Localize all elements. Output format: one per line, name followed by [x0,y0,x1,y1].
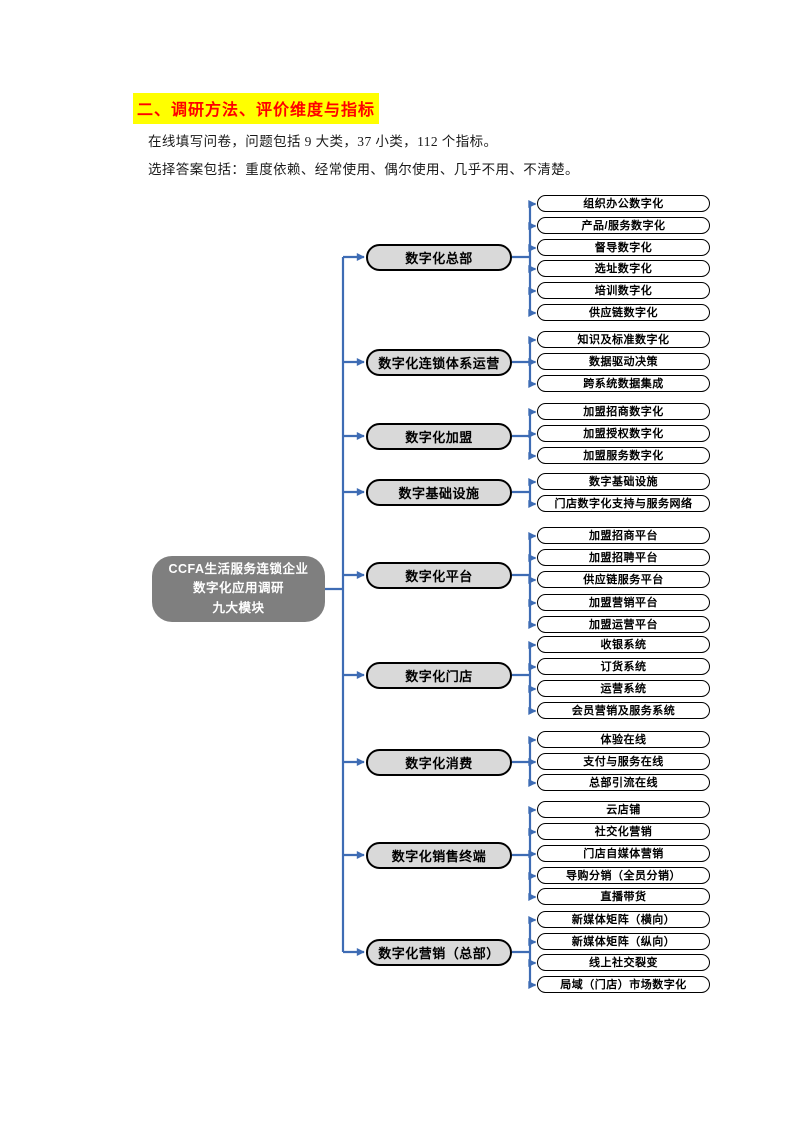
leaf-node: 局域（门店）市场数字化 [537,975,710,993]
leaf-node: 知识及标准数字化 [537,330,710,348]
paragraph-survey-scope: 在线填写问卷，问题包括 9 大类，37 小类，112 个指标。 [148,134,498,149]
branch-node: 数字化消费 [366,748,512,776]
paragraph-answer-options: 选择答案包括：重度依赖、经常使用、偶尔使用、几乎不用、不清楚。 [148,162,579,177]
leaf-node: 加盟招商数字化 [537,402,710,420]
leaf-node: 加盟服务数字化 [537,446,710,464]
leaf-node: 加盟运营平台 [537,615,710,633]
root-node-line: CCFA生活服务连锁企业 [168,561,309,576]
leaf-node: 运营系统 [537,679,710,697]
leaf-node: 新媒体矩阵（纵向） [537,932,710,950]
leaf-node: 加盟招商平台 [537,526,710,544]
leaf-node: 线上社交裂变 [537,953,710,971]
leaf-node: 云店铺 [537,800,710,818]
leaf-node: 加盟授权数字化 [537,424,710,442]
leaf-node: 督导数字化 [537,238,710,256]
leaf-node: 订货系统 [537,657,710,675]
root-node-line: 九大模块 [212,600,265,615]
branch-node: 数字化平台 [366,561,512,589]
section-heading: 二、调研方法、评价维度与指标 [133,93,380,124]
branch-node: 数字化连锁体系运营 [366,348,512,376]
leaf-node: 会员营销及服务系统 [537,701,710,719]
leaf-node: 收银系统 [537,635,710,653]
leaf-node: 新媒体矩阵（横向） [537,910,710,928]
leaf-node: 加盟招聘平台 [537,548,710,566]
leaf-node: 导购分销（全员分销） [537,866,710,884]
leaf-node: 总部引流在线 [537,773,710,791]
branch-node: 数字化加盟 [366,422,512,450]
leaf-node: 门店数字化支持与服务网络 [537,494,710,512]
leaf-node: 培训数字化 [537,281,710,299]
leaf-node: 跨系统数据集成 [537,374,710,392]
branch-node: 数字化营销（总部） [366,938,512,966]
leaf-node: 供应链服务平台 [537,570,710,588]
leaf-node: 加盟营销平台 [537,593,710,611]
branch-node: 数字化门店 [366,661,512,689]
leaf-node: 体验在线 [537,730,710,748]
root-node: CCFA生活服务连锁企业数字化应用调研九大模块 [152,556,325,622]
leaf-node: 组织办公数字化 [537,194,710,212]
leaf-node: 门店自媒体营销 [537,844,710,862]
leaf-node: 供应链数字化 [537,303,710,321]
leaf-node: 产品/服务数字化 [537,216,710,234]
leaf-node: 社交化营销 [537,822,710,840]
branch-node: 数字化销售终端 [366,841,512,869]
leaf-node: 支付与服务在线 [537,752,710,770]
leaf-node: 数据驱动决策 [537,352,710,370]
leaf-node: 数字基础设施 [537,472,710,490]
leaf-node: 直播带货 [537,887,710,905]
branch-node: 数字化总部 [366,243,512,271]
branch-node: 数字基础设施 [366,478,512,506]
root-node-line: 数字化应用调研 [192,581,284,596]
leaf-node: 选址数字化 [537,259,710,277]
